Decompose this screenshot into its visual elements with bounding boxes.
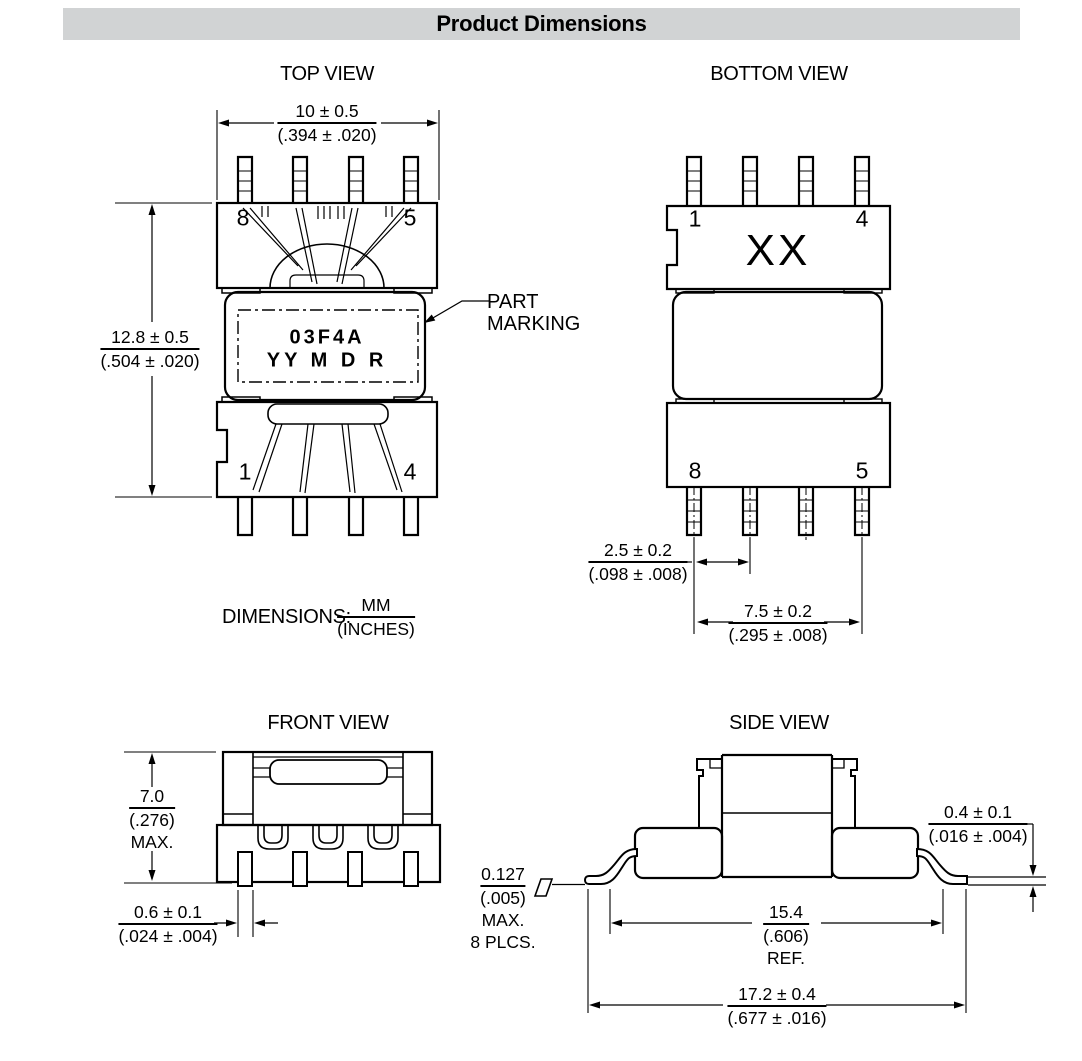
dimensions-note-mm: MM bbox=[361, 595, 391, 615]
top-pin-1: 1 bbox=[238, 458, 252, 485]
top-view-title: TOP VIEW bbox=[280, 63, 374, 85]
dim-pin-width: 0.6 ± 0.1 (.024 ± .004) bbox=[118, 902, 218, 945]
dim-top-width-mm: 10 ± 0.5 bbox=[295, 101, 359, 121]
dim-pin-span-in: (.295 ± .008) bbox=[728, 622, 828, 644]
part-marking-line1: 03F4A bbox=[289, 326, 365, 349]
top-pin-5: 5 bbox=[403, 204, 417, 231]
dim-pin-width-in: (.024 ± .004) bbox=[118, 923, 218, 945]
side-view-title: SIDE VIEW bbox=[729, 712, 829, 734]
dim-lead-span: 17.2 ± 0.4 (.677 ± .016) bbox=[727, 984, 827, 1027]
dim-front-height: 7.0 (.276) MAX. bbox=[129, 787, 175, 851]
dim-standoff: 0.4 ± 0.1 (.016 ± .004) bbox=[928, 802, 1028, 845]
dim-body-span-ref: REF. bbox=[767, 948, 805, 968]
dim-coplanarity: 0.127 (.005) MAX. 8 PLCS. bbox=[470, 865, 535, 951]
dim-standoff-in: (.016 ± .004) bbox=[928, 823, 1028, 845]
part-marking-callout-line2: MARKING bbox=[487, 313, 581, 335]
dim-pin-pitch: 2.5 ± 0.2 (.098 ± .008) bbox=[588, 540, 688, 583]
dimensions-note-label: DIMENSIONS: bbox=[222, 606, 351, 628]
dim-top-height-in: (.504 ± .020) bbox=[100, 348, 200, 370]
dim-coplanarity-max: MAX. bbox=[481, 910, 525, 930]
dim-lead-span-in: (.677 ± .016) bbox=[727, 1005, 827, 1027]
part-marking-line2: YY M D R bbox=[266, 349, 388, 372]
dim-pin-span-mm: 7.5 ± 0.2 bbox=[744, 601, 812, 621]
dim-pin-span: 7.5 ± 0.2 (.295 ± .008) bbox=[728, 601, 828, 644]
dim-top-height-mm: 12.8 ± 0.5 bbox=[111, 327, 189, 347]
bottom-marking-xx: XX bbox=[745, 226, 811, 275]
top-pin-8: 8 bbox=[236, 204, 250, 231]
dim-pin-pitch-in: (.098 ± .008) bbox=[588, 561, 688, 583]
bottom-pin-1: 1 bbox=[688, 205, 702, 232]
front-view-drawing bbox=[124, 750, 442, 937]
bottom-pin-4: 4 bbox=[855, 205, 869, 232]
dim-front-height-mm: 7.0 bbox=[139, 786, 165, 806]
dim-lead-span-mm: 17.2 ± 0.4 bbox=[738, 984, 816, 1004]
header-bar: Product Dimensions bbox=[63, 8, 1020, 40]
dim-top-width-in: (.394 ± .020) bbox=[277, 122, 377, 144]
front-view-title: FRONT VIEW bbox=[267, 712, 389, 734]
dim-pin-pitch-mm: 2.5 ± 0.2 bbox=[604, 540, 672, 560]
dim-body-span-mm: 15.4 bbox=[768, 902, 804, 922]
top-pin-4: 4 bbox=[403, 458, 417, 485]
dim-coplanarity-in: (.005) bbox=[480, 885, 526, 907]
dimensions-note-units: MM (INCHES) bbox=[337, 596, 415, 638]
dim-pin-width-mm: 0.6 ± 0.1 bbox=[134, 902, 202, 922]
dimensions-note-inches: (INCHES) bbox=[337, 616, 415, 638]
bottom-pin-5: 5 bbox=[855, 457, 869, 484]
dim-top-height: 12.8 ± 0.5 (.504 ± .020) bbox=[100, 327, 200, 370]
dim-standoff-mm: 0.4 ± 0.1 bbox=[944, 802, 1012, 822]
dim-coplanarity-plcs: 8 PLCS. bbox=[470, 932, 536, 952]
side-view-drawing bbox=[533, 753, 1046, 1013]
dim-coplanarity-mm: 0.127 bbox=[481, 864, 525, 884]
dim-top-width: 10 ± 0.5 (.394 ± .020) bbox=[277, 101, 377, 144]
top-view-drawing bbox=[115, 110, 490, 537]
page-title: Product Dimensions bbox=[436, 11, 647, 36]
arrowheads bbox=[148, 119, 1037, 1009]
bottom-view-drawing bbox=[665, 155, 892, 634]
bottom-pin-8: 8 bbox=[688, 457, 702, 484]
part-marking-callout-line1: PART bbox=[487, 291, 539, 313]
dim-front-height-in: (.276) bbox=[129, 807, 175, 829]
bottom-view-title: BOTTOM VIEW bbox=[710, 63, 848, 85]
dim-body-span-in: (.606) bbox=[763, 923, 809, 945]
dim-body-span: 15.4 (.606) REF. bbox=[763, 903, 809, 967]
dim-front-height-max: MAX. bbox=[130, 832, 174, 852]
